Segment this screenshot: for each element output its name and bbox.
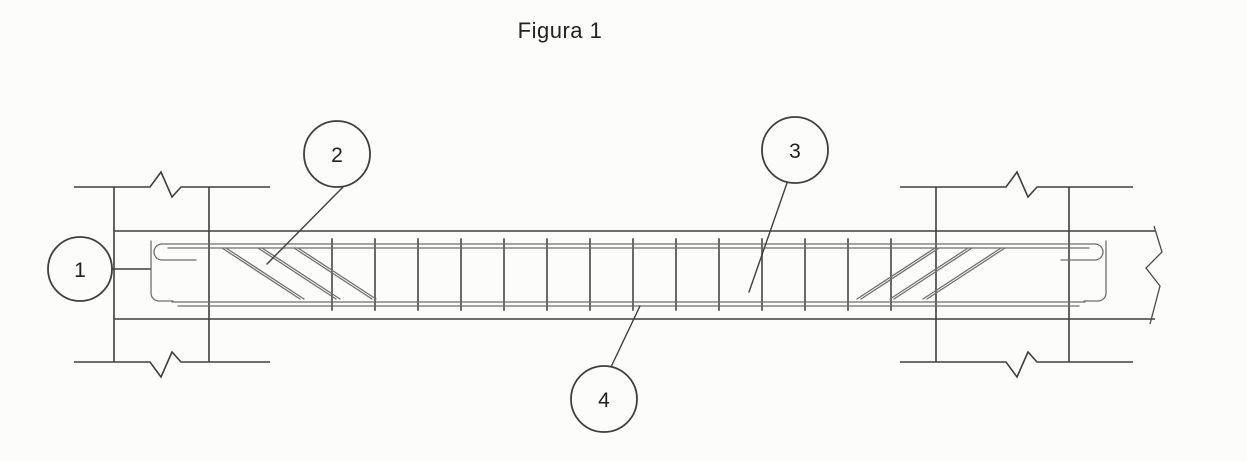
bottom-rebar [171,301,1086,307]
callout-2-label: 2 [331,144,343,167]
callouts: 1 2 3 4 [47,116,829,433]
break-line-icon [74,170,270,199]
bent-bar [257,247,337,300]
break-line-icon [900,170,1133,199]
leader-line-2 [266,183,347,265]
bent-bar [261,247,341,300]
leader-line-4 [610,305,641,368]
leader-lines [111,182,788,368]
bent-bar [889,247,969,300]
top-rebar-left-hook [153,243,197,261]
figure-title: Figura 1 [518,18,603,43]
callout-3-circle [761,116,829,184]
bent-bar [225,247,305,300]
callout-1-label: 1 [74,259,86,282]
right-end-hooked-bar [1083,240,1107,302]
callout-1-circle [47,236,113,302]
break-line-icon [900,350,1133,379]
left-column [74,170,270,379]
bent-bar [893,247,973,300]
right-column [900,170,1133,379]
break-line-icon [74,350,270,379]
callout-4-circle [570,365,638,433]
left-end-hooked-bar [150,240,174,302]
bent-bar [926,247,1006,300]
beam-break-line-icon [1145,225,1163,325]
bent-bar [860,247,940,300]
bent-bar [297,247,377,300]
stirrups [331,238,892,311]
bent-bar [922,247,1002,300]
bent-bar [221,247,301,300]
top-rebar-right-hook [1060,243,1104,261]
callout-2-circle [303,120,371,188]
bent-bars-left [221,247,377,300]
callout-4-label: 4 [598,389,610,412]
bent-bars-right [856,247,1006,300]
bent-bar [856,247,936,300]
bent-bar [293,247,373,300]
callout-3-label: 3 [789,140,801,163]
leader-line-3 [748,182,788,293]
